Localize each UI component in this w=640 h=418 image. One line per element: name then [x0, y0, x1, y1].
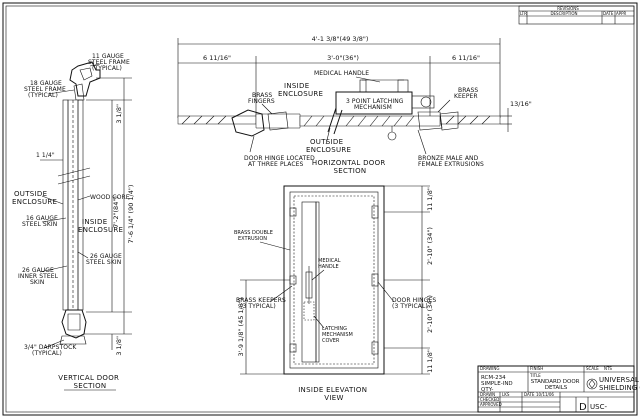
tb-size: D — [579, 402, 587, 413]
horizontal-section-title: HORIZONTAL DOOR SECTION — [312, 159, 388, 175]
vertical-dim-middle-b: 7'-6 1/4" (90 1/4") — [127, 185, 135, 244]
label-brass-fingers: BRASS FINGERS — [248, 92, 275, 105]
label-outside-enclosure-horizontal: OUTSIDE ENCLOSURE — [306, 138, 351, 154]
tb-drawn-label: DRAWN — [480, 392, 495, 397]
label-brass-keepers: BRASS KEEPERS (3 TYPICAL) — [236, 297, 288, 310]
tb-drawing-label: DRAWING — [480, 366, 499, 371]
label-26-gauge-inner-skin: 26 GAUGE INNER STEEL SKIN — [18, 267, 60, 286]
vertical-dim-side: 1 1/4" — [36, 152, 55, 159]
label-inside-enclosure-vertical: INSIDE ENCLOSURE — [78, 218, 123, 234]
company-logo-icon — [586, 378, 598, 390]
revisions-col-ltr: LTR — [520, 11, 527, 16]
horizontal-dim-thickness: 13/16" — [510, 100, 532, 108]
tb-scale-label: SCALE — [586, 366, 599, 371]
inside-elevation-view: 11 1/8" 2'-10" (34") 2'-10" (34") 11 1/8… — [234, 185, 438, 402]
tb-dwg-prefix: USC- — [590, 403, 607, 411]
tb-approved-label: APPROVED — [480, 402, 502, 407]
tb-company: UNIVERSAL SHIELDING CORP. — [599, 376, 640, 392]
revisions-col-description: DESCRIPTION — [550, 11, 577, 16]
revisions-col-approved: APPR — [616, 11, 627, 16]
tb-scale: NTS — [604, 366, 612, 371]
label-door-hinges: DOOR HINGES (3 TYPICAL) — [392, 297, 438, 310]
label-dripstock: 3/4" DARPSTOCK (TYPICAL) — [24, 344, 78, 357]
title-block: DRAWING RCM-234 SIMPLE-IND QTY- FINISH T… — [477, 365, 640, 413]
horizontal-dim-left: 6 11/16" — [203, 54, 231, 62]
elevation-dim-right-mid-b: 2'-10" (34") — [426, 295, 434, 333]
vertical-dim-bottom: 3 1/8" — [115, 336, 123, 356]
sheet-inner-border — [5, 5, 635, 413]
tb-date: 10/11/06 — [536, 392, 554, 397]
revisions-block: REVISIONS LTR DESCRIPTION DATE APPR — [518, 5, 635, 25]
label-latching-cover: LATCHING MECHANISM COVER — [322, 326, 354, 344]
tb-drawing-number: RCM-234 SIMPLE-IND QTY- — [481, 375, 514, 393]
label-inside-enclosure-horizontal: INSIDE ENCLOSURE — [278, 82, 323, 98]
inside-elevation-title: INSIDE ELEVATION VIEW — [298, 386, 370, 402]
vertical-door-section: 3 1/8" 7'-2"(84") 7'-6 1/4" (90 1/4") 3 … — [12, 53, 135, 391]
tb-drawn: LKS — [502, 392, 510, 397]
label-brass-keeper: BRASS KEEPER — [454, 87, 480, 100]
horizontal-dim-center: 3'-0"(36") — [327, 54, 359, 62]
label-brass-double-extrusion: BRASS DOUBLE EXTRUSION — [234, 230, 274, 242]
tb-title-label: TITLE — [529, 373, 541, 378]
label-door-hinge: DOOR HINGE LOCATED AT THREE PLACES — [244, 155, 317, 168]
horizontal-dim-right: 6 11/16" — [452, 54, 480, 62]
vertical-dim-middle-a: 7'-2"(84") — [112, 196, 120, 228]
label-wood-core: WOOD CORE — [90, 194, 130, 201]
tb-date-label: DATE — [524, 392, 535, 397]
elevation-dim-left-height: 3'-9 1/8" (45 1/8") — [237, 298, 245, 357]
label-medical-handle-horizontal: MEDICAL HANDLE — [314, 70, 369, 77]
label-latching-mechanism: 3 POINT LATCHING MECHANISM — [346, 98, 406, 111]
label-outside-enclosure-vertical: OUTSIDE ENCLOSURE — [12, 190, 57, 206]
tb-finish-label: FINISH — [530, 366, 543, 371]
vertical-section-title: VERTICAL DOOR SECTION — [58, 374, 121, 390]
elevation-dim-right-top: 11 1/8" — [426, 187, 434, 211]
elevation-dim-right-mid-a: 2'-10" (34") — [426, 227, 434, 265]
vertical-dim-top: 3 1/8" — [115, 104, 123, 124]
horizontal-door-section: 4'-1 3/8"(49 3/8") 6 11/16" 3'-0"(36") 6… — [177, 35, 532, 175]
label-18-gauge-frame: 18 GAUGE STEEL FRAME (TYPICAL) — [24, 80, 68, 99]
tb-title: STANDARD DOOR DETAILS — [531, 379, 581, 391]
revisions-header: REVISIONS — [557, 6, 579, 11]
label-26-gauge-steel-skin: 26 GAUGE STEEL SKIN — [86, 253, 124, 266]
label-medical-handle-elevation: MEDICAL HANDLE — [318, 258, 342, 270]
label-bronze-extrusions: BRONZE MALE AND FEMALE EXTRUSIONS — [418, 155, 484, 168]
revisions-col-date: DATE — [603, 11, 614, 16]
horizontal-dim-overall: 4'-1 3/8"(49 3/8") — [312, 35, 369, 43]
tb-checked-label: CHECKED — [480, 397, 499, 402]
elevation-dim-right-bottom: 11 1/8" — [426, 349, 434, 373]
label-11-gauge-frame: 11 GAUGE STEEL FRAME (TYPICAL) — [88, 53, 132, 72]
label-16-gauge-skin: 16 GAUGE STEEL SKIN — [22, 215, 60, 228]
